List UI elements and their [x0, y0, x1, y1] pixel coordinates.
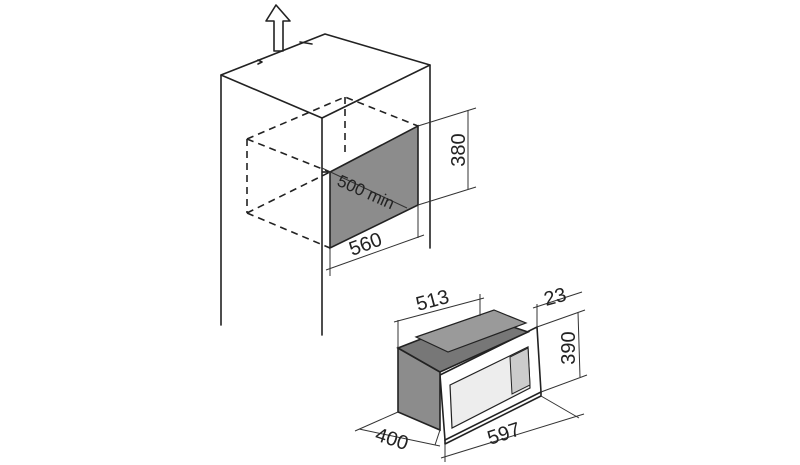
niche-hidden-back-top: [246, 96, 419, 140]
oven-unit: [396, 309, 542, 445]
niche-depth-dimension: [321, 167, 408, 209]
body-width-label: 513: [414, 286, 452, 316]
frame-height-dimension: [536, 309, 588, 393]
frame-depth-label: 23: [542, 284, 569, 311]
oven-depth-dimension: [354, 411, 441, 447]
niche-width-dimension: [325, 205, 425, 276]
niche-height-label: 380: [448, 133, 470, 166]
up-arrow-icon: [265, 4, 291, 52]
frame-height-label: 390: [558, 331, 580, 364]
niche-height-dimension: [417, 107, 477, 206]
oven-niche: [246, 96, 419, 250]
oven-depth-label: 400: [372, 424, 411, 455]
frame-width-dimension: [440, 395, 585, 462]
oven-door-window: [449, 346, 531, 429]
frame-depth-dimension: [532, 291, 583, 327]
body-width-dimension: [393, 294, 485, 348]
frame-width-label: 597: [485, 419, 524, 450]
niche-hidden-bottom: [246, 212, 331, 249]
tall-cabinet: [220, 33, 431, 336]
niche-hidden-top-front: [246, 138, 331, 173]
niche-hidden-mid: [246, 171, 331, 214]
